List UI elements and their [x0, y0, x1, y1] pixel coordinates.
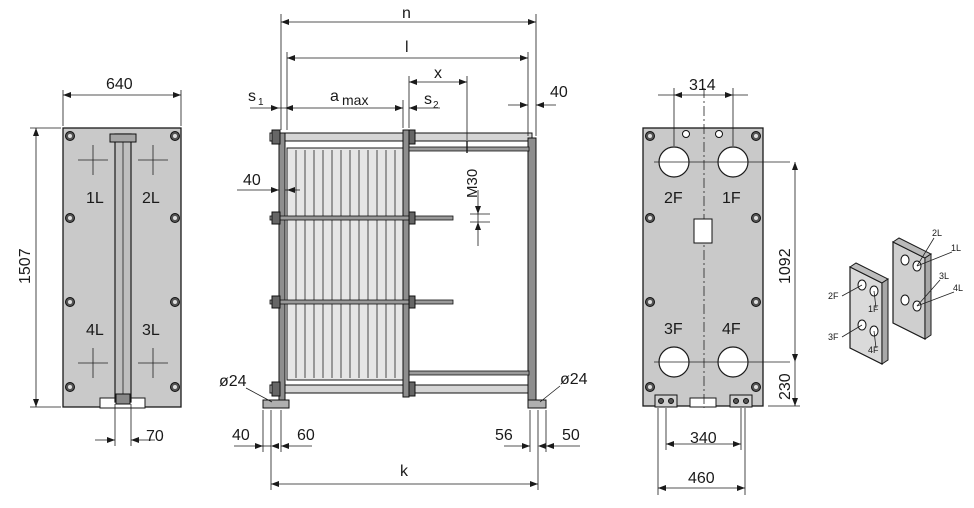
bolt-icon — [645, 213, 655, 223]
side-frame-plate — [278, 132, 286, 409]
nut — [408, 129, 416, 145]
port-label-3l: 3L — [142, 322, 160, 339]
dim-k: k — [400, 463, 409, 480]
dim-dia-right: ø24 — [560, 371, 588, 388]
bolt-icon — [751, 297, 761, 307]
iso-back-plate — [892, 241, 926, 340]
front-view: 1L 2L 4L 3L 640 1507 70 — [17, 76, 182, 446]
dim-40-left: 40 — [243, 172, 261, 189]
bolt-icon — [645, 297, 655, 307]
dim-m30: M30 — [464, 169, 481, 198]
side-support-column — [527, 137, 537, 401]
side-plate-pack — [286, 147, 404, 381]
plate-lines — [295, 150, 396, 378]
dim-n: n — [402, 5, 411, 22]
dim-amax: a — [330, 88, 339, 105]
dim-l: l — [405, 39, 409, 56]
rear-center-window — [693, 218, 713, 244]
guide-bar — [408, 146, 530, 152]
bolt-icon — [170, 131, 180, 141]
front-top-clamp — [109, 133, 137, 143]
nut — [408, 381, 416, 397]
bolt-icon — [751, 131, 761, 141]
bolt-icon — [65, 213, 75, 223]
iso-label-2l: 2L — [932, 228, 942, 238]
iso-label-4l: 4L — [953, 283, 963, 293]
dim-1507: 1507 — [17, 248, 34, 284]
nut — [408, 211, 416, 225]
dim-640: 640 — [106, 76, 133, 93]
dim-x: x — [434, 65, 442, 82]
port-label-2f: 2F — [664, 190, 683, 207]
side-bottom-bar — [269, 384, 533, 394]
dim-50: 50 — [562, 427, 580, 444]
nut — [271, 211, 281, 225]
guide-bar — [408, 370, 530, 376]
iso-label-4f: 4F — [868, 345, 879, 355]
bolt-icon — [645, 382, 655, 392]
port-label-1l: 1L — [86, 190, 104, 207]
bolt-icon — [65, 297, 75, 307]
nut — [408, 295, 416, 309]
iso-label-1l: 1L — [951, 243, 961, 253]
dim-40-top: 40 — [550, 84, 568, 101]
rear-foot-left — [654, 394, 678, 408]
iso-label-3f: 3F — [828, 332, 839, 342]
dim-230: 230 — [777, 373, 794, 400]
iso-label-1f: 1F — [868, 304, 879, 314]
dim-amax-sub: max — [342, 92, 368, 108]
isometric-view: 2L 1L 3L 4L 2F 1F 3F 4F — [828, 228, 963, 365]
dim-56: 56 — [495, 427, 513, 444]
dim-s1: s — [248, 88, 256, 105]
dim-s2-sub: 2 — [433, 100, 439, 111]
port-label-4f: 4F — [722, 321, 741, 338]
front-bottom-clamp — [115, 393, 131, 405]
port-label-4l: 4L — [86, 322, 104, 339]
nut — [271, 295, 281, 309]
dim-1092: 1092 — [777, 248, 794, 284]
tie-bolt — [269, 215, 454, 221]
bolt-icon — [65, 131, 75, 141]
tie-bolt — [269, 299, 454, 305]
hole-icon — [682, 130, 690, 138]
rear-foot-notch — [689, 397, 717, 408]
side-foot-left — [262, 399, 290, 409]
dim-460: 460 — [688, 470, 715, 487]
iso-label-3l: 3L — [939, 271, 949, 281]
hole-icon — [715, 130, 723, 138]
side-view: n l x s 1 a max s 2 40 — [219, 5, 588, 490]
dim-s2: s — [424, 91, 432, 108]
dim-40-bottom: 40 — [232, 427, 250, 444]
bolt-icon — [170, 382, 180, 392]
port-label-1f: 1F — [722, 190, 741, 207]
nut — [271, 381, 281, 397]
bolt-icon — [751, 213, 761, 223]
bolt-icon — [170, 213, 180, 223]
bolt-icon — [751, 382, 761, 392]
dim-340: 340 — [690, 430, 717, 447]
rear-foot-right — [729, 394, 753, 408]
rear-view: 2F 1F 3F 4F 314 1092 230 340 — [642, 77, 800, 495]
bolt-icon — [645, 131, 655, 141]
side-foot-right — [527, 399, 547, 409]
dim-60: 60 — [297, 427, 315, 444]
dim-314: 314 — [689, 77, 716, 94]
iso-label-2f: 2F — [828, 291, 839, 301]
side-pressure-plate — [402, 129, 410, 398]
dim-70: 70 — [146, 428, 164, 445]
dim-dia-left: ø24 — [219, 373, 247, 390]
nut — [271, 129, 281, 145]
side-top-bar — [269, 132, 533, 142]
port-label-3f: 3F — [664, 321, 683, 338]
dim-s1-sub: 1 — [258, 97, 264, 108]
bolt-icon — [170, 297, 180, 307]
bolt-icon — [65, 382, 75, 392]
port-label-2l: 2L — [142, 190, 160, 207]
